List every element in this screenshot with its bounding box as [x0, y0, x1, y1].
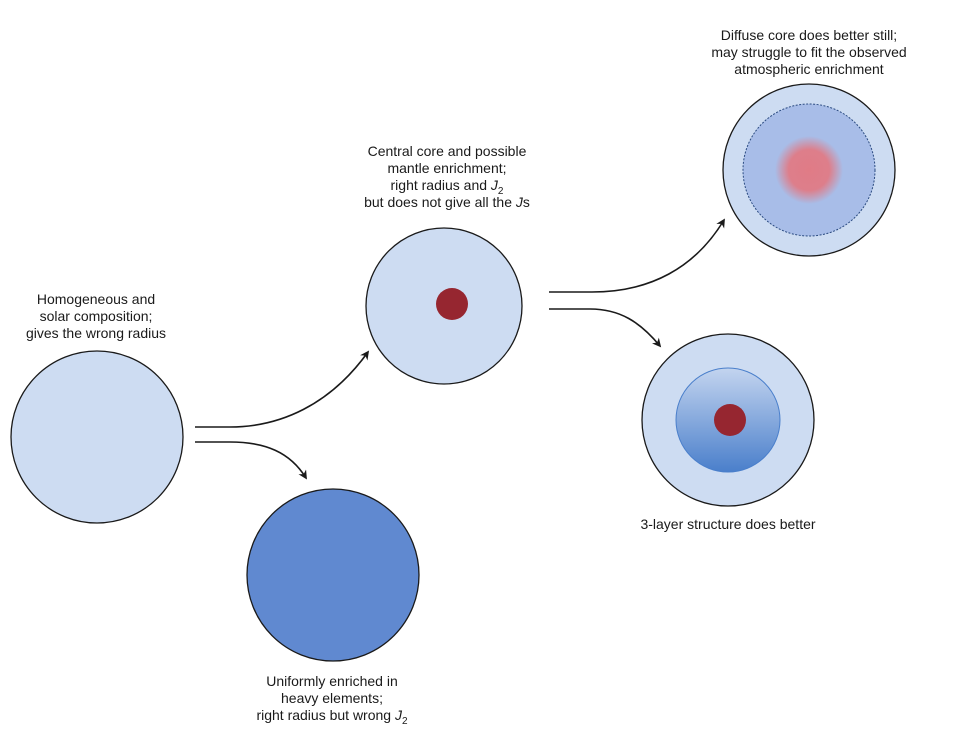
caption-text: s [522, 194, 530, 210]
caption-homogeneous: Homogeneous and solar composition; gives… [6, 291, 186, 342]
diffuse-core [775, 136, 843, 204]
caption-line: mantle enrichment; [387, 160, 507, 176]
caption-line: gives the wrong radius [25, 325, 167, 341]
caption-text: right radius but wrong [256, 707, 395, 723]
caption-line: right radius and J2 [347, 177, 547, 197]
caption-three-layer: 3-layer structure does better [613, 516, 843, 533]
caption-variable: J [394, 707, 402, 723]
caption-uniformly-enriched: Uniformly enriched in heavy elements; ri… [232, 673, 432, 727]
caption-line: solar composition; [39, 308, 153, 324]
caption-line: atmospheric enrichment [734, 61, 884, 77]
uniformly-enriched-planet [246, 488, 420, 662]
caption-line: Homogeneous and [36, 291, 156, 307]
caption-text: but does not give all the [364, 194, 516, 210]
diffuse-core-planet [722, 83, 896, 257]
arrow-to-diffuse-core [549, 218, 725, 293]
arrow-to-central-core [195, 350, 370, 428]
three-layer-core [714, 404, 746, 436]
three-layer-planet [641, 333, 815, 507]
homogeneous-planet [10, 350, 184, 524]
caption-variable: J [490, 177, 498, 193]
caption-line: may struggle to fit the observed [711, 44, 907, 60]
caption-variable: J [515, 194, 523, 210]
caption-line: heavy elements; [281, 690, 383, 706]
caption-line: but does not give all the Js [347, 194, 547, 211]
central-core [436, 288, 468, 320]
caption-text: right radius and [390, 177, 491, 193]
caption-line: Diffuse core does better still; [720, 27, 898, 43]
caption-subscript: 2 [401, 715, 408, 727]
caption-line: right radius but wrong J2 [232, 707, 432, 727]
caption-subscript: 2 [497, 185, 504, 197]
caption-central-core: Central core and possible mantle enrichm… [347, 143, 547, 211]
caption-line: 3-layer structure does better [640, 516, 816, 532]
central-core-planet [365, 227, 523, 385]
caption-diffuse-core: Diffuse core does better still; may stru… [694, 27, 924, 78]
caption-line: Uniformly enriched in [266, 673, 398, 689]
arrow-to-uniformly-enriched [195, 441, 307, 480]
arrow-to-three-layer [549, 308, 662, 348]
caption-line: Central core and possible [367, 143, 527, 159]
